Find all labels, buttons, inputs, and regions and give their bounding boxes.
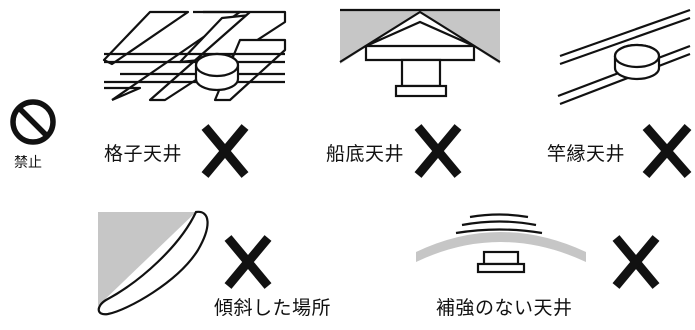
cross-mark-icon bbox=[642, 124, 692, 178]
unreinforced-ceiling-label: 補強のない天井 bbox=[436, 297, 573, 319]
inclined-ceiling-label: 傾斜した場所 bbox=[214, 297, 332, 319]
prohibition-icon bbox=[10, 99, 56, 145]
boat-bottom-ceiling-illustration bbox=[339, 8, 501, 98]
cross-mark-icon bbox=[224, 235, 272, 289]
lattice-ceiling-illustration bbox=[102, 10, 287, 102]
pole-edge-ceiling-illustration bbox=[557, 8, 691, 106]
lattice-ceiling-label: 格子天井 bbox=[104, 143, 183, 165]
boat-bottom-ceiling-label: 船底天井 bbox=[326, 143, 405, 165]
cross-mark-icon bbox=[414, 124, 462, 178]
unreinforced-ceiling-illustration bbox=[416, 213, 586, 274]
prohibition-label: 禁止 bbox=[14, 155, 42, 171]
cross-mark-icon bbox=[612, 235, 660, 289]
cross-mark-icon bbox=[201, 124, 249, 178]
pole-edge-ceiling-label: 竿縁天井 bbox=[547, 143, 626, 165]
inclined-ceiling-illustration bbox=[97, 210, 209, 316]
